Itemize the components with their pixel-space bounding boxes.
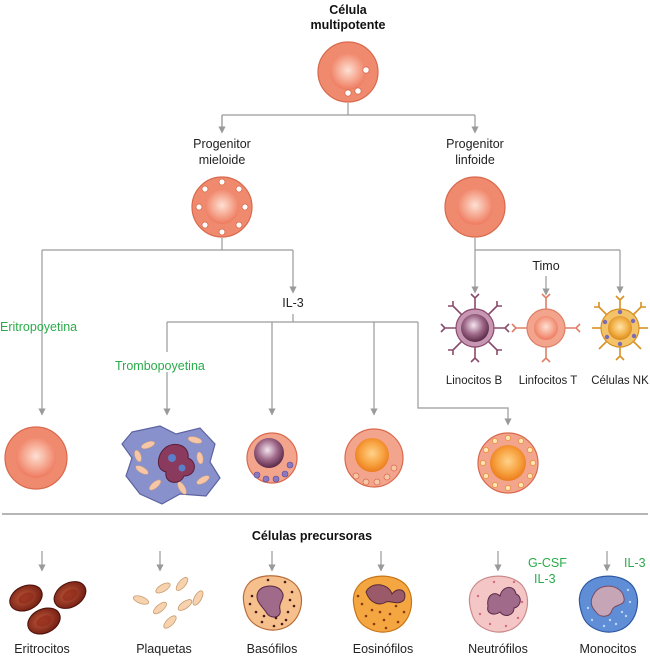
thymus-label: Timo [532, 259, 559, 273]
nk-cell-label: Células NK [591, 375, 649, 387]
il3-label: IL-3 [282, 296, 304, 310]
monocytes-label: Monocitos [580, 642, 637, 656]
basophil-precursor-icon [246, 432, 298, 484]
multipotent-cell-icon [317, 41, 379, 103]
nk-cell-icon [592, 295, 648, 361]
title-line2: multipotente [311, 18, 386, 32]
platelets-icon [132, 577, 204, 629]
myeloid-connectors [38, 238, 512, 426]
b-lymphocyte-icon [440, 293, 510, 363]
gcsf-label: G-CSF [528, 556, 567, 570]
erythroid-precursor-icon [4, 426, 68, 490]
eosinophil-precursor-icon [344, 428, 404, 488]
lymphoid-label-line2: linfoide [455, 153, 495, 167]
t-cell-label: Linfocitos T [519, 375, 578, 387]
precursors-heading: Células precursoras [252, 529, 372, 543]
neutrophil-il3-label: IL-3 [534, 572, 556, 586]
top-connectors [218, 103, 475, 130]
t-lymphocyte-icon [511, 293, 581, 363]
neutrophil-precursor-icon [477, 432, 539, 494]
megakaryocyte-icon [121, 425, 221, 505]
lymphoid-progenitor-icon [444, 176, 506, 238]
lymphoid-connectors [471, 238, 624, 296]
b-cell-label: Linocitos B [446, 375, 503, 387]
basophil-icon [242, 575, 303, 631]
monocyte-il3-label: IL-3 [624, 556, 646, 570]
mature-arrows [38, 551, 611, 572]
basophils-label: Basófilos [247, 642, 298, 656]
eosinophil-icon [352, 575, 413, 633]
monocyte-icon [578, 575, 639, 633]
platelets-label: Plaquetas [136, 642, 192, 656]
erythrocytes-icon [9, 581, 87, 635]
thrombopoietin-label: Trombopoyetina [115, 359, 205, 373]
neutrophil-icon [468, 575, 529, 633]
lymphoid-label-line1: Progenitor [446, 137, 504, 151]
myeloid-label-line1: Progenitor [193, 137, 251, 151]
neutrophils-label: Neutrófilos [468, 642, 528, 656]
myeloid-label-line2: mieloide [199, 153, 246, 167]
erythropoietin-label: Eritropoyetina [0, 320, 77, 334]
myeloid-progenitor-icon [191, 176, 253, 238]
title-line1: Célula [329, 3, 368, 17]
eosinophils-label: Eosinófilos [353, 642, 413, 656]
erythrocytes-label: Eritrocitos [14, 642, 70, 656]
